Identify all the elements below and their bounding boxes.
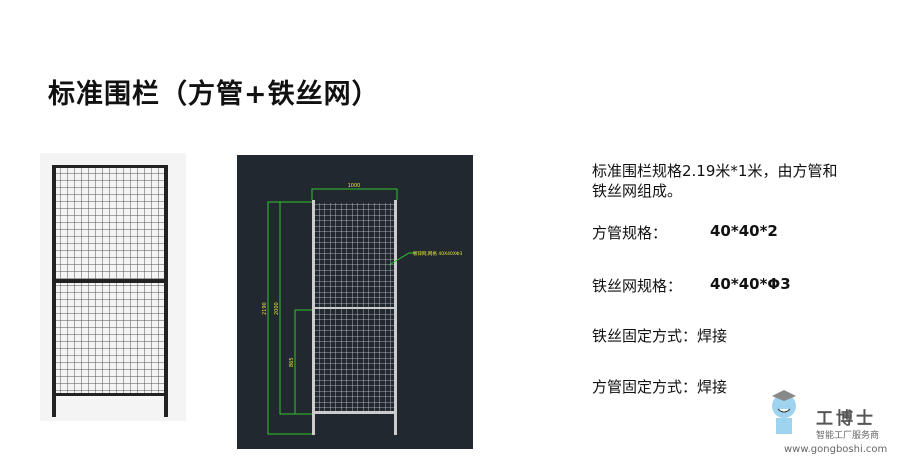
dim-width: 1000	[348, 183, 361, 189]
spec-summary-2: 铁丝网组成。	[592, 182, 683, 200]
spec-summary-1: 标准围栏规格2.19米*1米，由方管和	[592, 162, 838, 180]
tube-spec-value: 40*40*2	[710, 222, 778, 240]
wire-fix-method: 铁丝固定方式：焊接	[592, 327, 728, 345]
tube-spec-label: 方管规格：	[592, 224, 668, 242]
mesh-spec-value: 40*40*Φ3	[710, 275, 791, 293]
cad-drawing: 1000 2190 2000 865 镀锌网,网格 40X40XΦ3	[237, 155, 473, 449]
mesh-annotation: 镀锌网,网格 40X40XΦ3	[413, 250, 463, 257]
logo-slogan: 智能工厂服务商	[816, 431, 880, 441]
fence-photo	[40, 153, 186, 421]
logo-name: 工博士	[816, 409, 876, 429]
dim-panel-height: 2000	[274, 302, 280, 315]
dim-total-height: 2190	[262, 302, 268, 315]
logo-url: www.gongboshi.com	[784, 444, 888, 455]
mascot-icon	[772, 390, 796, 434]
tube-fix-method: 方管固定方式：焊接	[592, 378, 728, 396]
gongboshi-logo: 工博士 智能工厂服务商 www.gongboshi.com	[760, 388, 900, 468]
page-title: 标准围栏（方管+铁丝网）	[48, 79, 380, 110]
dim-mid-height: 865	[289, 357, 295, 367]
mesh-spec-label: 铁丝网规格：	[592, 277, 683, 295]
